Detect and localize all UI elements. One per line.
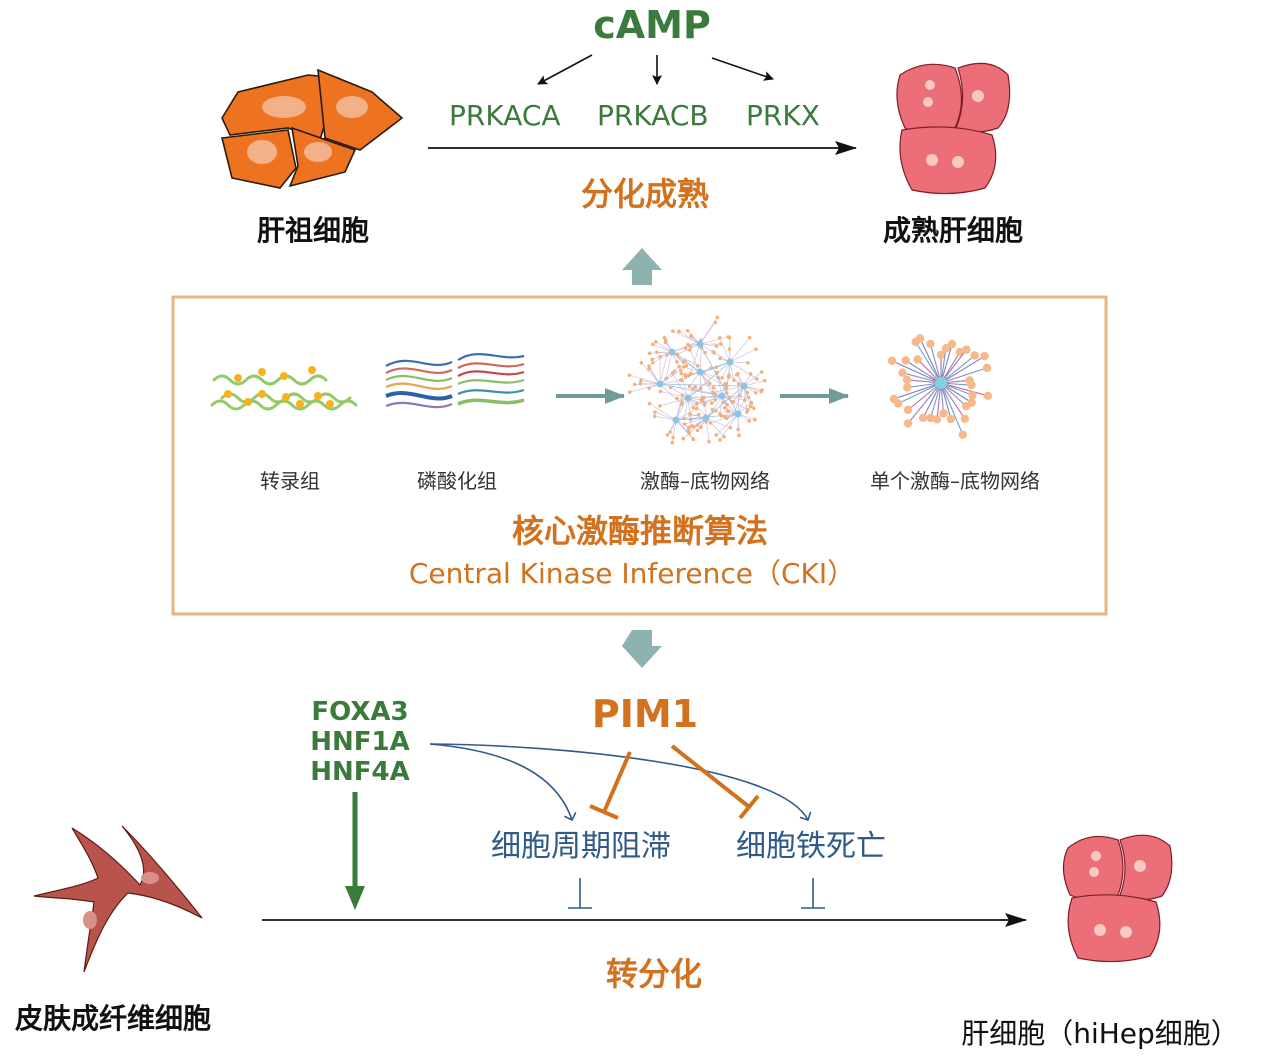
kinase-label-prkacb: PRKACB bbox=[597, 99, 709, 132]
fibroblast-label: 皮肤成纤维细胞 bbox=[14, 1002, 212, 1035]
phosphoproteome-label: 磷酸化组 bbox=[417, 469, 497, 493]
kinase-substrate-network-label: 激酶–底物网络 bbox=[640, 469, 770, 493]
cki-box bbox=[171, 295, 1108, 616]
camp-label: cAMP bbox=[593, 3, 711, 47]
mature-hepatocyte-label: 成熟肝细胞 bbox=[882, 214, 1024, 247]
factor-foxa3: FOXA3 bbox=[311, 697, 409, 727]
cki-title-chinese: 核心激酶推断算法 bbox=[511, 512, 769, 550]
kinase-substrate-network-icon bbox=[627, 315, 767, 445]
single-kinase-network-label: 单个激酶–底物网络 bbox=[870, 469, 1040, 493]
cell-cycle-arrest-label: 细胞周期阻滞 bbox=[491, 829, 671, 864]
single-kinase-network-icon bbox=[887, 334, 993, 439]
pim1-label: PIM1 bbox=[591, 692, 699, 736]
promotes-arrest-arrow bbox=[429, 743, 577, 822]
factor-hnf1a: HNF1A bbox=[310, 727, 410, 757]
cki-title-english: Central Kinase Inference（CKI） bbox=[408, 557, 856, 590]
downward-arrow-icon bbox=[622, 630, 662, 668]
phosphoproteome-icon bbox=[385, 352, 525, 409]
transcriptome-label: 转录组 bbox=[260, 469, 320, 493]
hihep-cells-icon bbox=[1062, 834, 1173, 963]
camp-arrow-left bbox=[537, 54, 593, 85]
transcriptome-icon bbox=[210, 374, 358, 411]
differentiation-label: 分化成熟 bbox=[580, 175, 710, 213]
upward-arrow-icon bbox=[622, 248, 662, 285]
arrest-blocker bbox=[568, 878, 592, 909]
hepatic-progenitor-cells-icon bbox=[221, 68, 404, 189]
pim1-inhibits-arrest bbox=[589, 751, 632, 820]
progenitor-cell-label: 肝祖细胞 bbox=[256, 214, 370, 247]
mature-hepatocytes-icon bbox=[896, 62, 1011, 195]
camp-arrow-right bbox=[711, 57, 774, 81]
ferroptosis-blocker bbox=[801, 878, 825, 909]
transcriptome-dots bbox=[224, 366, 334, 408]
kinase-label-prkx: PRKX bbox=[746, 99, 820, 132]
transdifferentiation-label: 转分化 bbox=[605, 955, 703, 993]
fibroblast-cells-icon bbox=[33, 825, 203, 973]
pim1-inhibits-ferroptosis bbox=[670, 744, 760, 820]
factor-hnf4a: HNF4A bbox=[310, 757, 410, 787]
kinase-label-prkaca: PRKACA bbox=[449, 99, 561, 132]
factors-arrowhead bbox=[345, 886, 365, 910]
promotes-ferroptosis-arrow bbox=[429, 743, 812, 822]
hihep-label: 肝细胞（hiHep细胞） bbox=[961, 1017, 1239, 1050]
ferroptosis-label: 细胞铁死亡 bbox=[736, 829, 886, 864]
